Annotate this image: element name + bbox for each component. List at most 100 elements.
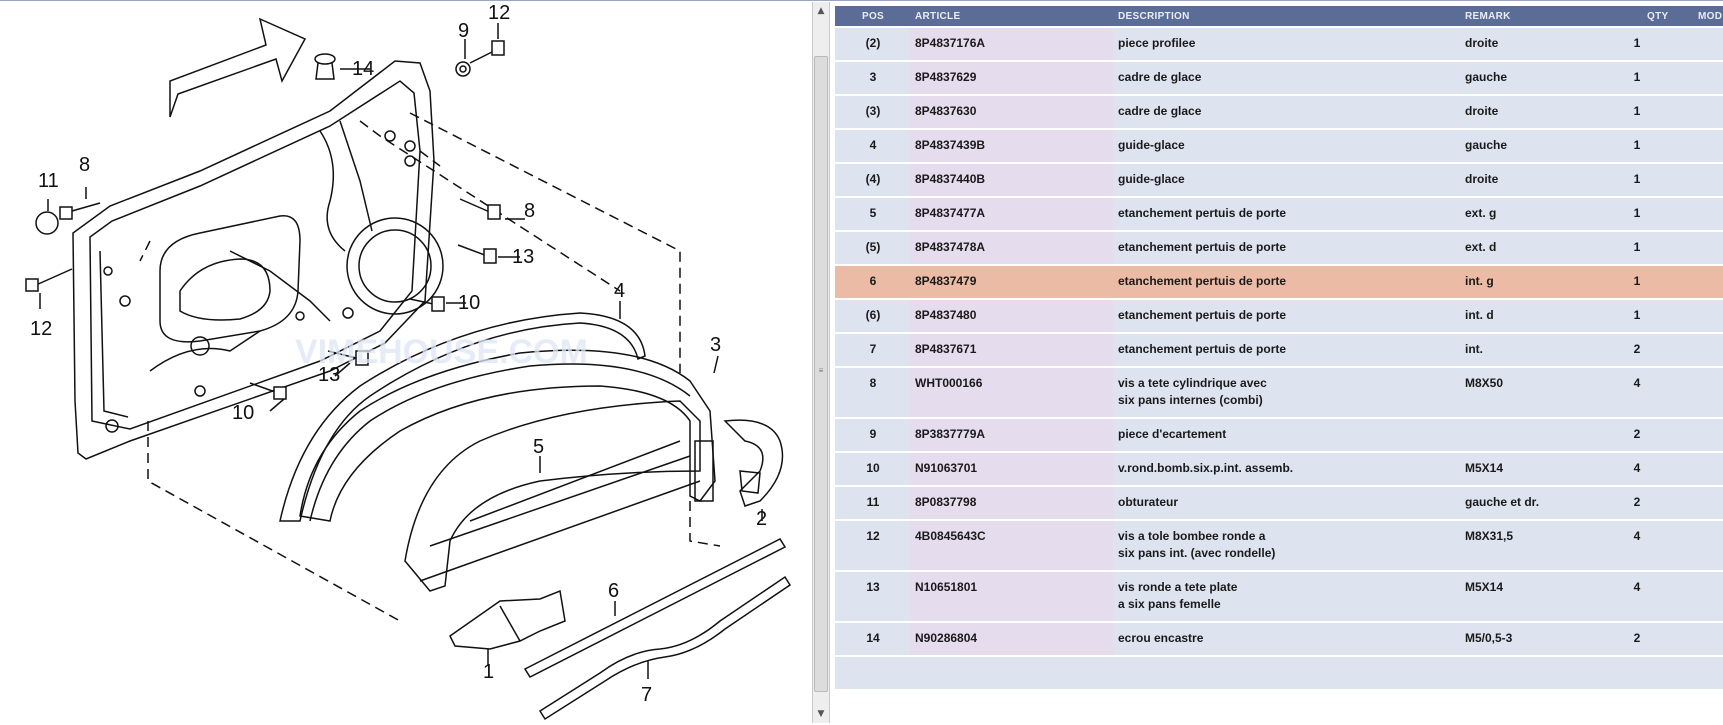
cell-remark: ext. d — [1465, 240, 1497, 254]
callout-10-left: 10 — [232, 402, 254, 424]
cell-description: etanchement pertuis de porte — [1118, 239, 1286, 256]
col-header-pos[interactable]: POS — [862, 11, 885, 22]
cell-description: etanchement pertuis de porte — [1118, 341, 1286, 358]
article-cell-bg — [909, 96, 1113, 128]
parts-diagram: VIMEHOUSE.COM 1 2 3 4 5 6 7 8 8 9 10 10 … — [0, 1, 812, 725]
cell-pos: 8 — [869, 376, 877, 390]
cell-article: N90286804 — [915, 631, 978, 645]
cell-qty: 1 — [1633, 308, 1641, 322]
article-cell-bg — [909, 28, 1113, 60]
cell-qty: 1 — [1633, 240, 1641, 254]
cell-qty: 2 — [1633, 342, 1641, 356]
cell-remark: M5X14 — [1465, 461, 1504, 475]
col-header-remark[interactable]: REMARK — [1465, 11, 1511, 22]
exploded-door-diagram: VIMEHOUSE.COM 1 2 3 4 5 6 7 8 8 9 10 10 … — [25, 2, 792, 721]
article-cell-bg — [909, 266, 1113, 298]
cell-article: 8P0837798 — [915, 495, 977, 509]
scroll-down-arrow-icon[interactable]: ▼ — [817, 709, 825, 719]
callout-13-right: 13 — [512, 246, 534, 268]
article-cell-bg — [909, 453, 1113, 485]
cell-description: etanchement pertuis de porte — [1118, 307, 1286, 324]
cell-article: 8P4837479 — [915, 274, 977, 288]
description-line: ecrou encastre — [1118, 631, 1204, 645]
cell-remark: droite — [1465, 36, 1499, 50]
cell-remark: M5X14 — [1465, 580, 1504, 594]
strip-6 — [523, 538, 787, 678]
empty-row — [835, 657, 1723, 689]
cell-remark: gauche — [1465, 70, 1508, 84]
cell-article: 8P4837478A — [915, 240, 986, 254]
col-header-qty[interactable]: QTY — [1647, 11, 1669, 22]
cell-pos: 3 — [869, 70, 877, 84]
cell-qty: 1 — [1633, 206, 1641, 220]
cell-remark: droite — [1465, 172, 1499, 186]
cell-remark: M5/0,5-3 — [1465, 631, 1513, 645]
cell-pos: 13 — [866, 580, 880, 594]
watermark: VIMEHOUSE.COM — [295, 333, 588, 371]
cell-pos: 12 — [866, 529, 880, 543]
cell-qty: 4 — [1633, 580, 1641, 594]
col-header-mod[interactable]: MOD — [1698, 11, 1723, 22]
door-frame — [72, 60, 435, 460]
cell-remark: int. — [1465, 342, 1483, 356]
cell-article: WHT000166 — [915, 376, 983, 390]
description-line: guide-glace — [1118, 138, 1185, 152]
cell-description: piece profilee — [1118, 35, 1195, 52]
description-line: guide-glace — [1118, 172, 1185, 186]
cell-qty: 1 — [1633, 138, 1641, 152]
article-cell-bg — [909, 334, 1113, 366]
vertical-scrollbar[interactable]: ▲ ≡ ▼ — [812, 2, 830, 723]
cell-qty: 4 — [1633, 461, 1641, 475]
cell-pos: 5 — [869, 206, 877, 220]
cell-qty: 1 — [1633, 172, 1641, 186]
description-line: etanchement pertuis de porte — [1118, 308, 1287, 322]
cell-description: cadre de glace — [1118, 103, 1201, 120]
scroll-up-arrow-icon[interactable]: ▲ — [817, 6, 825, 16]
article-cell-bg — [909, 419, 1113, 451]
description-line: obturateur — [1118, 495, 1178, 509]
scroll-thumb[interactable]: ≡ — [814, 56, 828, 692]
description-line: cadre de glace — [1118, 104, 1202, 118]
article-cell-bg — [909, 164, 1113, 196]
cell-description: guide-glace — [1118, 171, 1185, 188]
callout-8-left: 8 — [79, 154, 90, 176]
cell-qty: 4 — [1633, 376, 1641, 390]
cell-article: N91063701 — [915, 461, 978, 475]
cell-pos: 4 — [869, 138, 877, 152]
article-cell-bg — [909, 368, 1113, 417]
callout-13-left: 13 — [318, 364, 340, 386]
callout-14: 14 — [352, 58, 374, 80]
callout-12-top: 12 — [488, 2, 510, 24]
cell-qty: 1 — [1633, 104, 1641, 118]
cell-description: obturateur — [1118, 494, 1178, 511]
article-cell-bg — [909, 130, 1113, 162]
article-cell-bg — [909, 487, 1113, 519]
cell-pos: (2) — [865, 36, 881, 50]
callout-11: 11 — [38, 170, 59, 192]
callout-9: 9 — [458, 20, 469, 42]
col-header-description[interactable]: DESCRIPTION — [1118, 11, 1190, 22]
grip-icon: ≡ — [818, 366, 824, 375]
col-header-article[interactable]: ARTICLE — [915, 11, 961, 22]
cell-qty: 2 — [1633, 631, 1641, 645]
